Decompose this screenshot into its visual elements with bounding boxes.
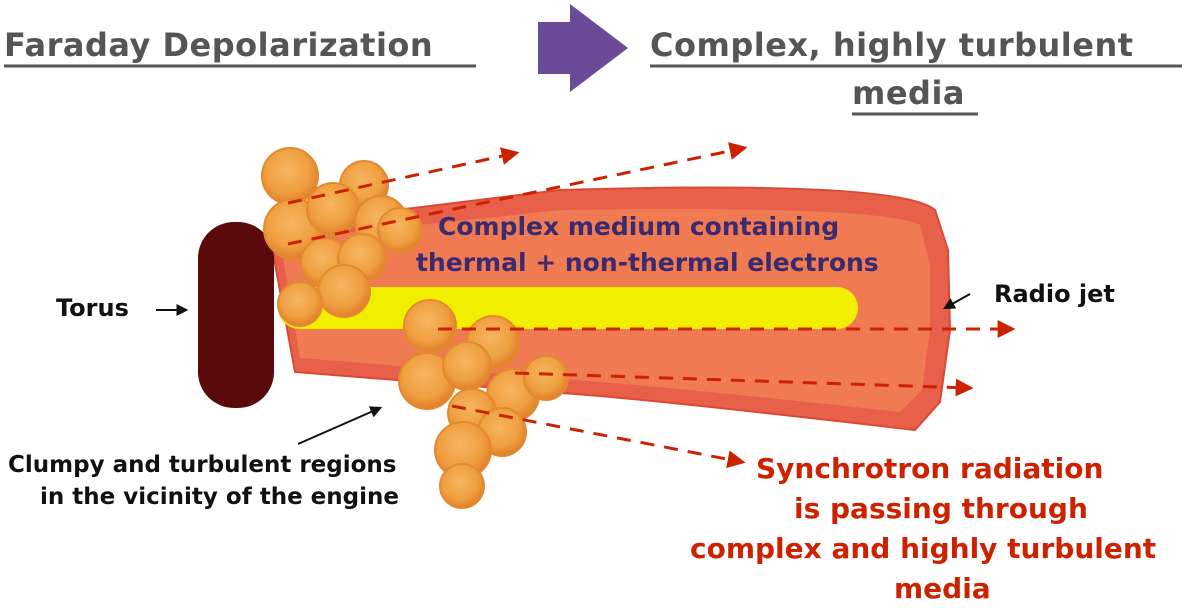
- clumps-lower: [398, 299, 569, 509]
- clump: [377, 207, 423, 253]
- torus-shape: [198, 222, 274, 408]
- left-heading: Faraday Depolarization: [4, 26, 434, 64]
- clump: [442, 341, 492, 391]
- right-heading-line2: media: [852, 74, 966, 112]
- right-heading-line1: Complex, highly turbulent: [650, 26, 1134, 64]
- synchrotron-label-line3: complex and highly turbulent: [690, 532, 1157, 565]
- transition-arrow: [538, 4, 628, 92]
- medium-label-line1: Complex medium containing: [438, 212, 840, 241]
- clump: [403, 299, 457, 353]
- clumpy-pointer: [297, 406, 383, 445]
- pointer-arrows: [156, 293, 971, 445]
- clump: [439, 463, 485, 509]
- synchrotron-label-line4: media: [894, 572, 991, 605]
- radio-jet-pointer: [942, 293, 971, 310]
- clump: [317, 264, 371, 318]
- clump: [523, 355, 569, 401]
- torus-label: Torus: [56, 294, 129, 322]
- radiation-arrows: [287, 142, 1016, 469]
- header-underlines: [4, 64, 1182, 116]
- clumpy-label-line1: Clumpy and turbulent regions: [8, 452, 397, 478]
- radio-jet-label: Radio jet: [994, 280, 1115, 308]
- radiation-arrow-2: [287, 142, 748, 246]
- clumpy-label-line2: in the vicinity of the engine: [40, 484, 399, 510]
- synchrotron-label-line2: is passing through: [794, 492, 1088, 525]
- clump: [306, 182, 360, 236]
- medium-label-line2: thermal + non-thermal electrons: [416, 248, 879, 277]
- synchrotron-label-line1: Synchrotron radiation: [756, 452, 1104, 485]
- radiation-arrow-5: [451, 404, 746, 469]
- radiation-arrow-4: [514, 371, 974, 397]
- radiation-arrow-1: [287, 147, 520, 205]
- clump: [277, 281, 323, 327]
